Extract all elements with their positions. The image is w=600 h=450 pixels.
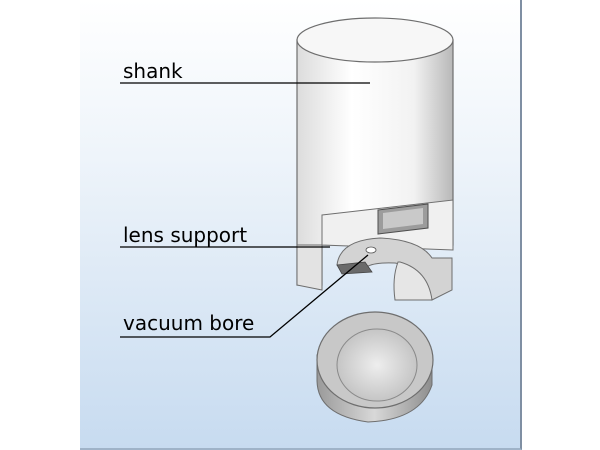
lens-support-label: lens support	[123, 223, 247, 247]
leader-lines	[120, 82, 370, 338]
vacuum-bore-leader	[120, 254, 369, 338]
shank-label: shank	[123, 59, 183, 83]
lens-ring	[316, 311, 434, 423]
vacuum-bore-label: vacuum bore	[123, 311, 254, 335]
lens-support	[296, 199, 454, 301]
